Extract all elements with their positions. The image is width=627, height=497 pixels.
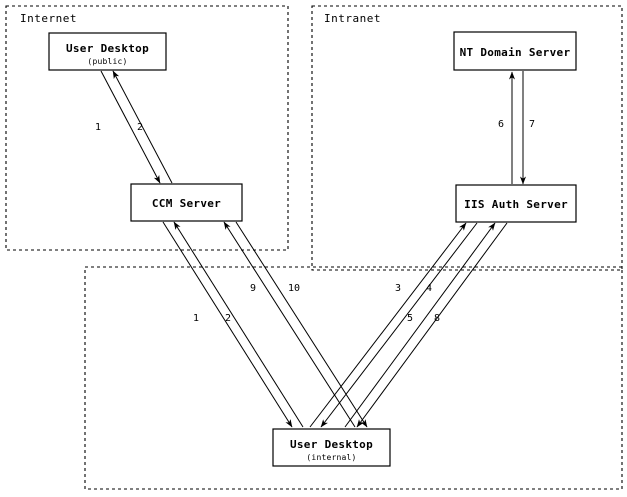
connection-group-internal-ccm-right [223,221,368,428]
zone-internet-group: Internet [5,5,289,251]
connection-line-9 [223,221,356,428]
connection-line-1-public [100,70,161,184]
node-box-user-desktop-public[interactable] [48,32,167,71]
connection-group-auth-34 [309,222,478,428]
node-title-user-desktop-public: User Desktop [66,42,149,55]
connection-group-domain [509,71,526,185]
connection-line-2-public [112,70,173,184]
flow-label-7: 7 [529,119,535,130]
zone-internal-group [84,266,623,490]
node-title-iis-auth-server: IIS Auth Server [464,198,568,211]
connection-group-public [100,70,173,184]
node-nt-domain-server[interactable]: NT Domain Server [453,31,577,71]
flow-label-9: 9 [250,283,256,294]
connection-line-4 [320,222,478,428]
node-subtitle-user-desktop-internal: (internal) [306,453,356,462]
node-title-user-desktop-internal: User Desktop [290,438,373,451]
connection-line-2-internal [173,221,304,428]
flow-label-1-public: 1 [95,122,101,133]
flow-label-2-public: 2 [137,122,143,133]
flow-label-6: 6 [498,119,504,130]
flow-label-3: 3 [395,283,401,294]
connection-line-5 [344,222,496,428]
flow-label-2-internal: 2 [225,313,231,324]
zone-intranet-label: Intranet [324,12,381,25]
node-iis-auth-server[interactable]: IIS Auth Server [455,184,577,223]
zone-intranet-boundary [311,5,623,271]
node-ccm-server[interactable]: CCM Server [130,183,243,222]
zone-internal-boundary [84,266,623,490]
connection-line-1-internal [162,221,293,428]
node-box-user-desktop-internal[interactable] [272,428,391,467]
node-box-nt-domain-server[interactable] [453,31,577,71]
node-box-iis-auth-server[interactable] [455,184,577,223]
node-subtitle-user-desktop-public: (public) [87,57,127,66]
connection-group-internal-ccm-left [162,221,304,428]
node-title-ccm-server: CCM Server [152,197,221,210]
connection-line-10 [235,221,368,428]
connection-line-3 [309,222,467,428]
node-user-desktop-internal[interactable]: User Desktop (internal) [272,428,391,467]
zone-internet-boundary [5,5,289,251]
zone-internet-label: Internet [20,12,77,25]
flow-label-1-internal: 1 [193,313,199,324]
flow-label-4: 4 [426,283,432,294]
connection-group-auth-58 [344,222,508,428]
node-box-ccm-server[interactable] [130,183,243,222]
flow-label-8: 8 [434,313,440,324]
flow-label-5: 5 [407,313,413,324]
connection-line-8 [356,222,508,428]
zone-intranet-group: Intranet [311,5,623,271]
flow-label-10: 10 [288,283,300,294]
flow-label-group: 1 2 6 7 9 10 1 2 3 4 5 8 [95,119,535,324]
node-user-desktop-public[interactable]: User Desktop (public) [48,32,167,71]
node-title-nt-domain-server: NT Domain Server [460,46,571,59]
